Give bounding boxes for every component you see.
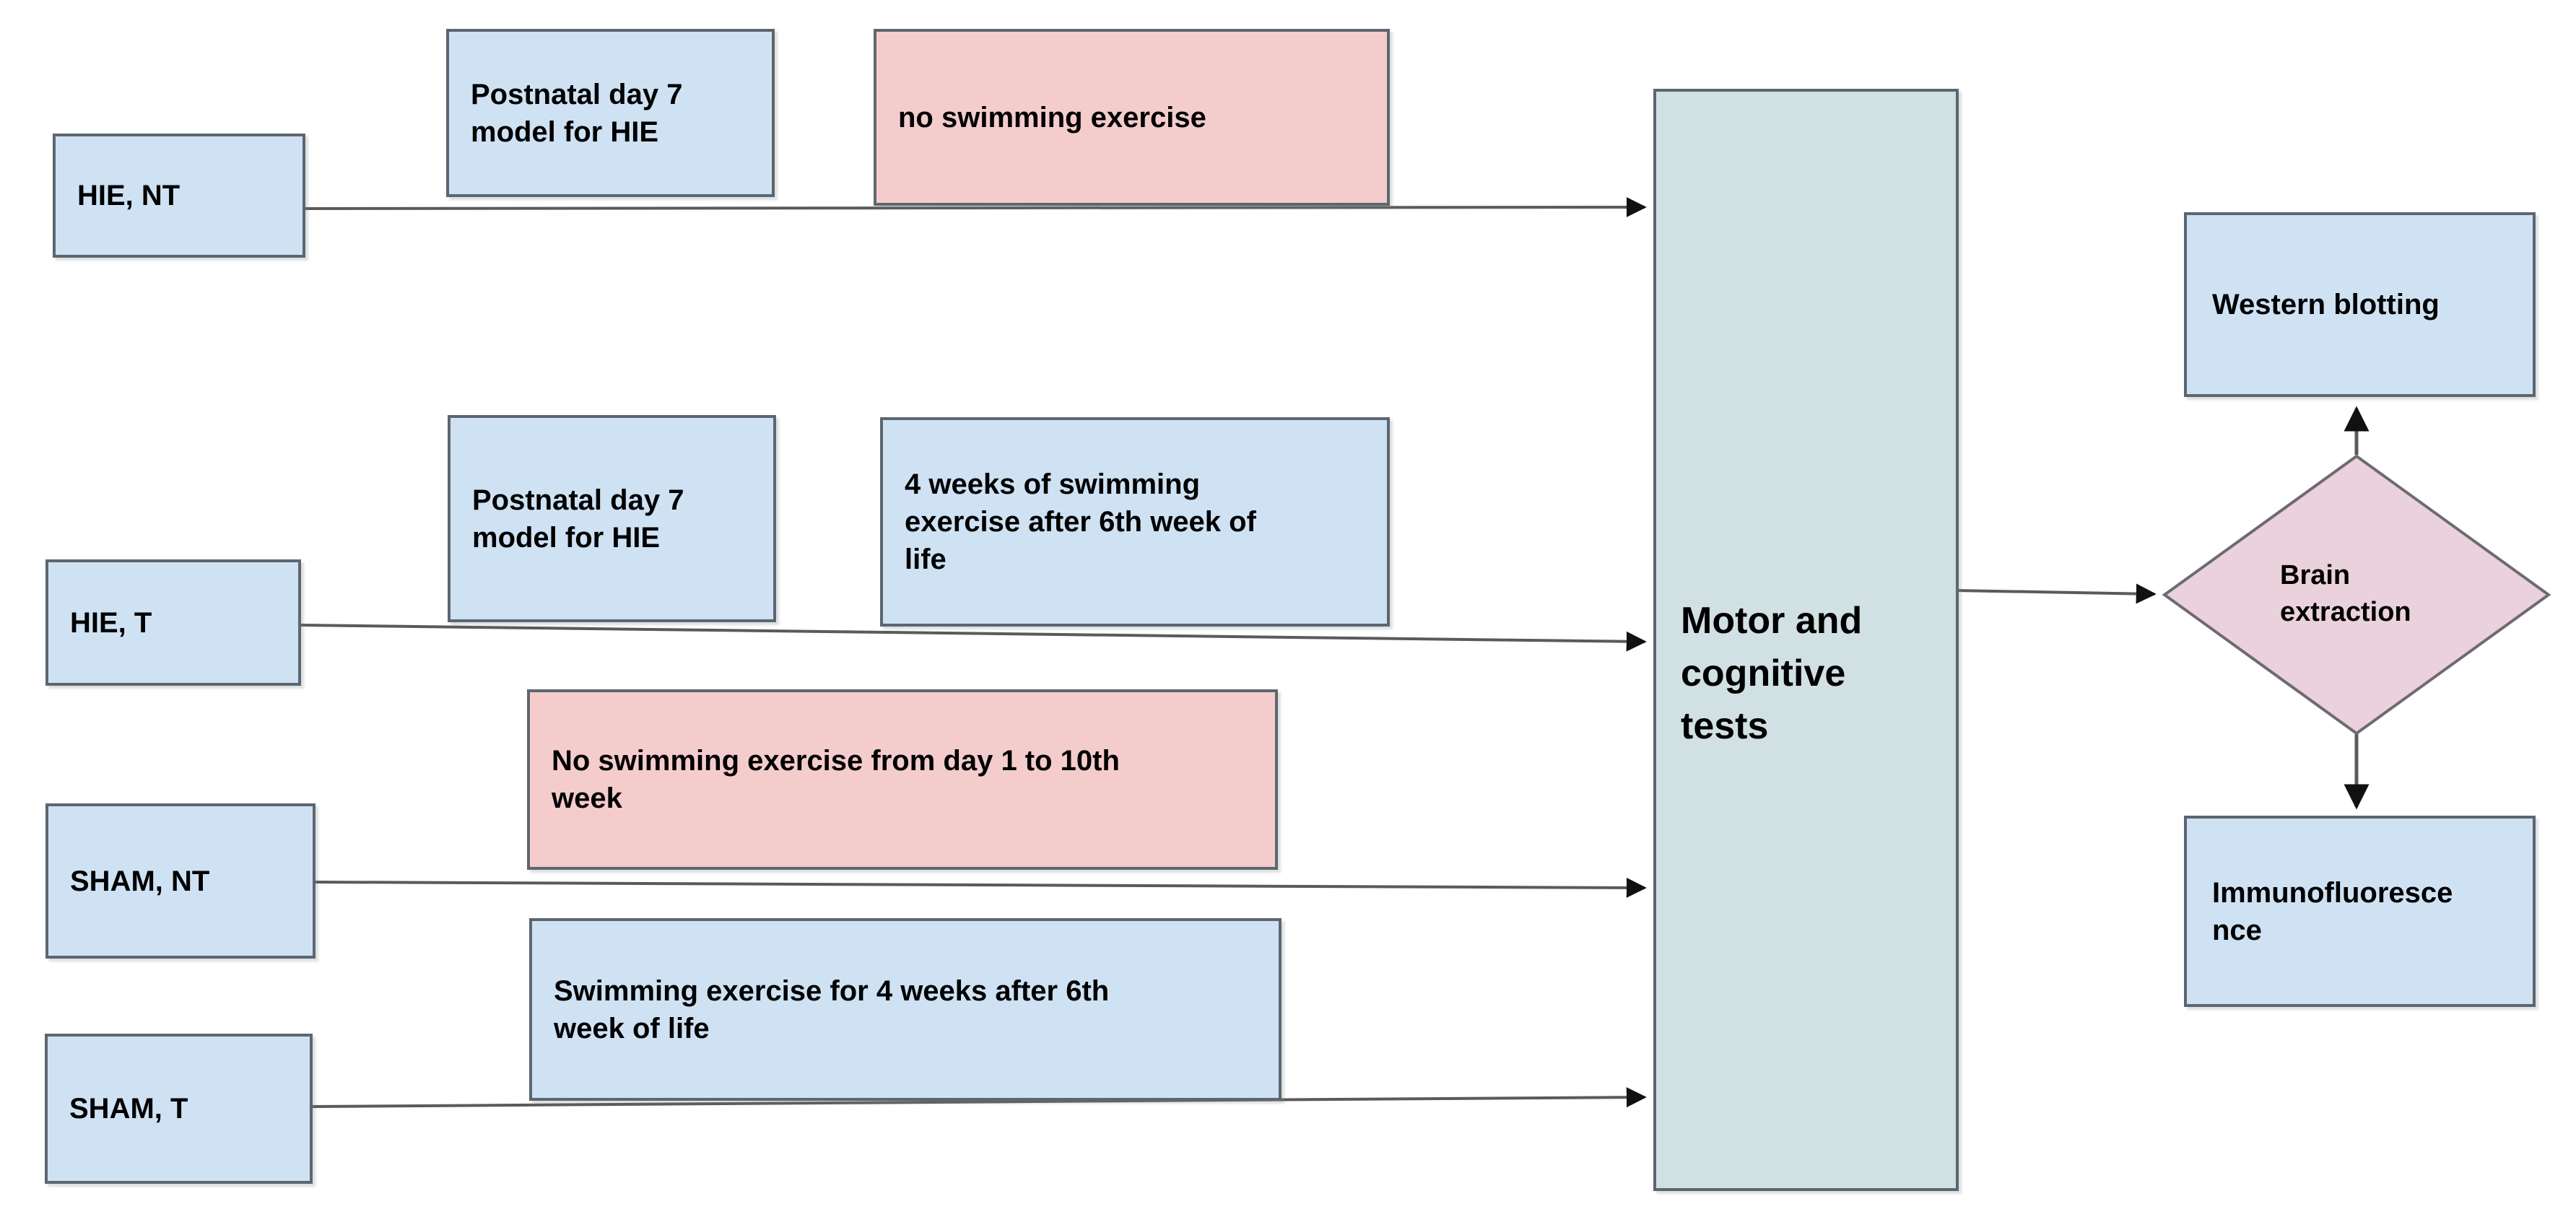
group-box-sham-nt-label: SHAM, NT [70, 865, 210, 897]
no-swimming-exercise-label: no swimming exercise [898, 101, 1206, 134]
western-blotting-label: Western blotting [2212, 289, 2440, 320]
no-swimming-day1-10-label: No swimming exercise from day 1 to 10th … [552, 745, 1120, 814]
postnatal-day7-box-1: Postnatal day 7 model for HIE [446, 29, 775, 197]
postnatal-day7-box-2: Postnatal day 7 model for HIE [448, 415, 776, 622]
immunofluorescence-label: Immunofluorescence [2212, 876, 2453, 946]
connector-hie-nt-to-tests [305, 197, 1647, 218]
group-box-sham-t-label: SHAM, T [69, 1093, 188, 1125]
postnatal-day7-box-2-label: Postnatal day 7 model for HIE [472, 484, 684, 554]
group-box-hie-nt-label: HIE, NT [77, 180, 180, 211]
group-box-sham-t: SHAM, T [45, 1034, 313, 1184]
connector-hie-t-to-tests [300, 624, 1647, 652]
four-weeks-swimming-box: 4 weeks of swimming exercise after 6th w… [880, 417, 1390, 627]
group-box-hie-t: HIE, T [45, 559, 301, 686]
motor-cognitive-tests-label: Motor and cognitive tests [1681, 600, 1863, 747]
four-weeks-swimming-label: 4 weeks of swimming exercise after 6th w… [905, 468, 1256, 575]
group-box-sham-nt: SHAM, NT [45, 803, 316, 959]
swimming-4-weeks-box: Swimming exercise for 4 weeks after 6th … [529, 918, 1282, 1101]
immunofluorescence-box: Immunofluorescence [2184, 816, 2536, 1007]
western-blotting-box: Western blotting [2184, 212, 2536, 397]
no-swimming-exercise-box: no swimming exercise [874, 29, 1390, 206]
connector-sham-nt-to-tests [315, 877, 1647, 898]
motor-cognitive-tests-box: Motor and cognitive tests [1653, 89, 1959, 1191]
postnatal-day7-box-1-label: Postnatal day 7 model for HIE [471, 78, 683, 148]
connector-tests-to-brain-extraction [1954, 583, 2157, 604]
group-box-hie-nt: HIE, NT [53, 134, 305, 258]
brain-extraction-label: Brain extraction [2280, 560, 2411, 628]
no-swimming-day1-10-box: No swimming exercise from day 1 to 10th … [527, 689, 1278, 870]
group-box-hie-t-label: HIE, T [70, 606, 152, 639]
swimming-4-weeks-label: Swimming exercise for 4 weeks after 6th … [554, 974, 1110, 1044]
